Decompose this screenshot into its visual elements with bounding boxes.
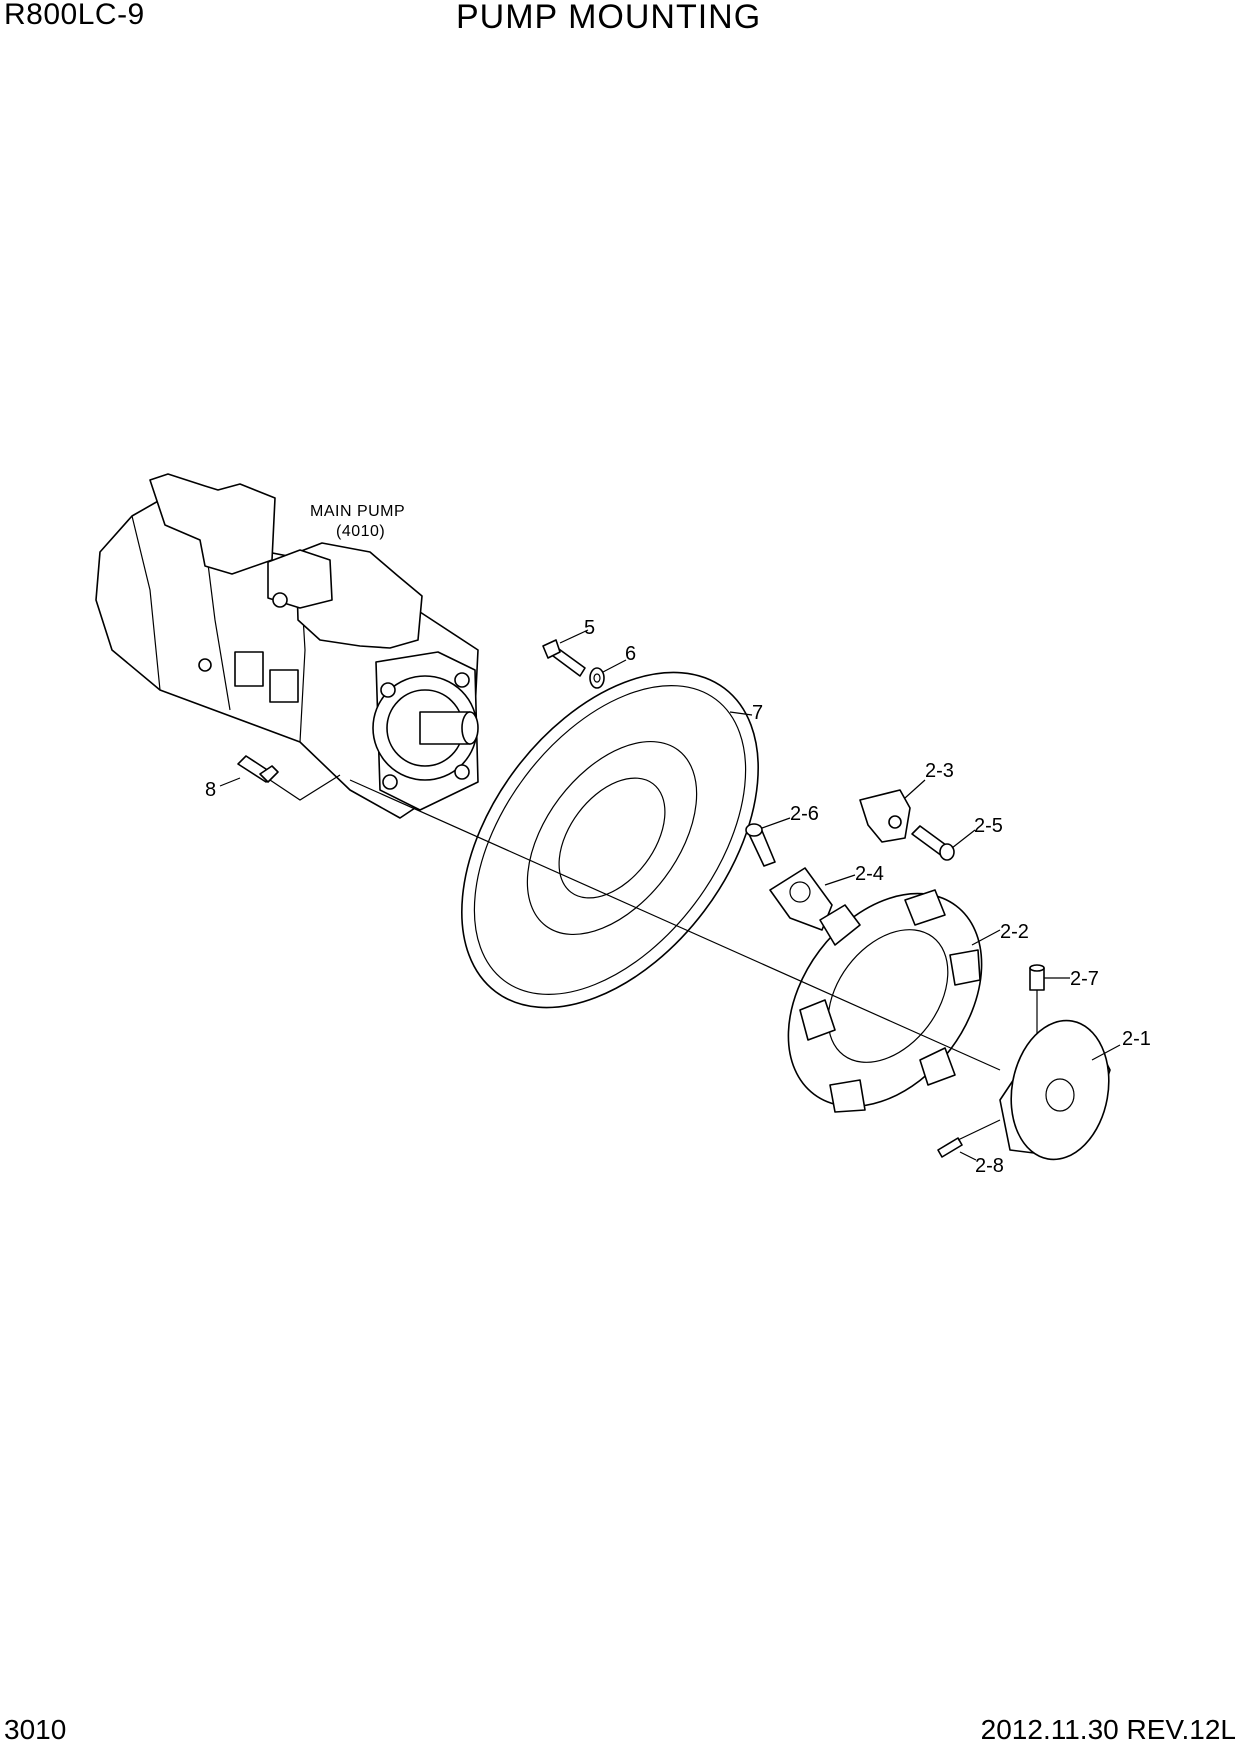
callout-8: 8 xyxy=(205,779,216,801)
plate-part-7: 7 xyxy=(461,671,763,1009)
callout-5: 5 xyxy=(584,617,595,639)
revision-date: 2012.11.30 REV.12L xyxy=(980,1714,1236,1745)
main-pump-drawing: MAIN PUMP (4010) xyxy=(95,473,479,819)
callout-2-5: 2-5 xyxy=(974,815,1003,837)
callout-2-4: 2-4 xyxy=(855,863,884,885)
pin-part-2-8: 2-8 xyxy=(937,1119,1004,1177)
bolt-part-8: 8 xyxy=(205,755,341,801)
callout-2-3: 2-3 xyxy=(925,760,954,782)
main-pump-ref: (4010) xyxy=(336,523,385,540)
wedge-part-2-4: 2-4 xyxy=(769,863,884,931)
callout-2-8: 2-8 xyxy=(975,1155,1004,1177)
washer-part-6: 6 xyxy=(589,643,636,689)
callout-7: 7 xyxy=(752,702,763,724)
coupling-element-part-2-2: 2-2 xyxy=(787,889,1029,1113)
callout-2-1: 2-1 xyxy=(1122,1028,1151,1050)
model-number: R800LC-9 xyxy=(4,0,145,31)
callout-2-2: 2-2 xyxy=(1000,921,1029,943)
page-title: PUMP MOUNTING xyxy=(456,0,762,36)
callout-6: 6 xyxy=(625,643,636,665)
bolt-part-2-6: 2-6 xyxy=(745,803,819,867)
callout-2-7: 2-7 xyxy=(1070,968,1099,990)
set-screw-part-2-7: 2-7 xyxy=(1029,964,1099,1040)
bolt-part-5: 5 xyxy=(542,617,595,677)
assembly-centerline xyxy=(349,779,1001,1071)
page-number: 3010 xyxy=(4,1714,67,1745)
callout-2-6: 2-6 xyxy=(790,803,819,825)
main-pump-label: MAIN PUMP xyxy=(310,503,405,520)
clamp-part-2-3: 2-3 xyxy=(859,760,954,843)
bolt-part-2-5: 2-5 xyxy=(911,815,1003,861)
hub-part-2-1: 2-1 xyxy=(999,1019,1151,1161)
